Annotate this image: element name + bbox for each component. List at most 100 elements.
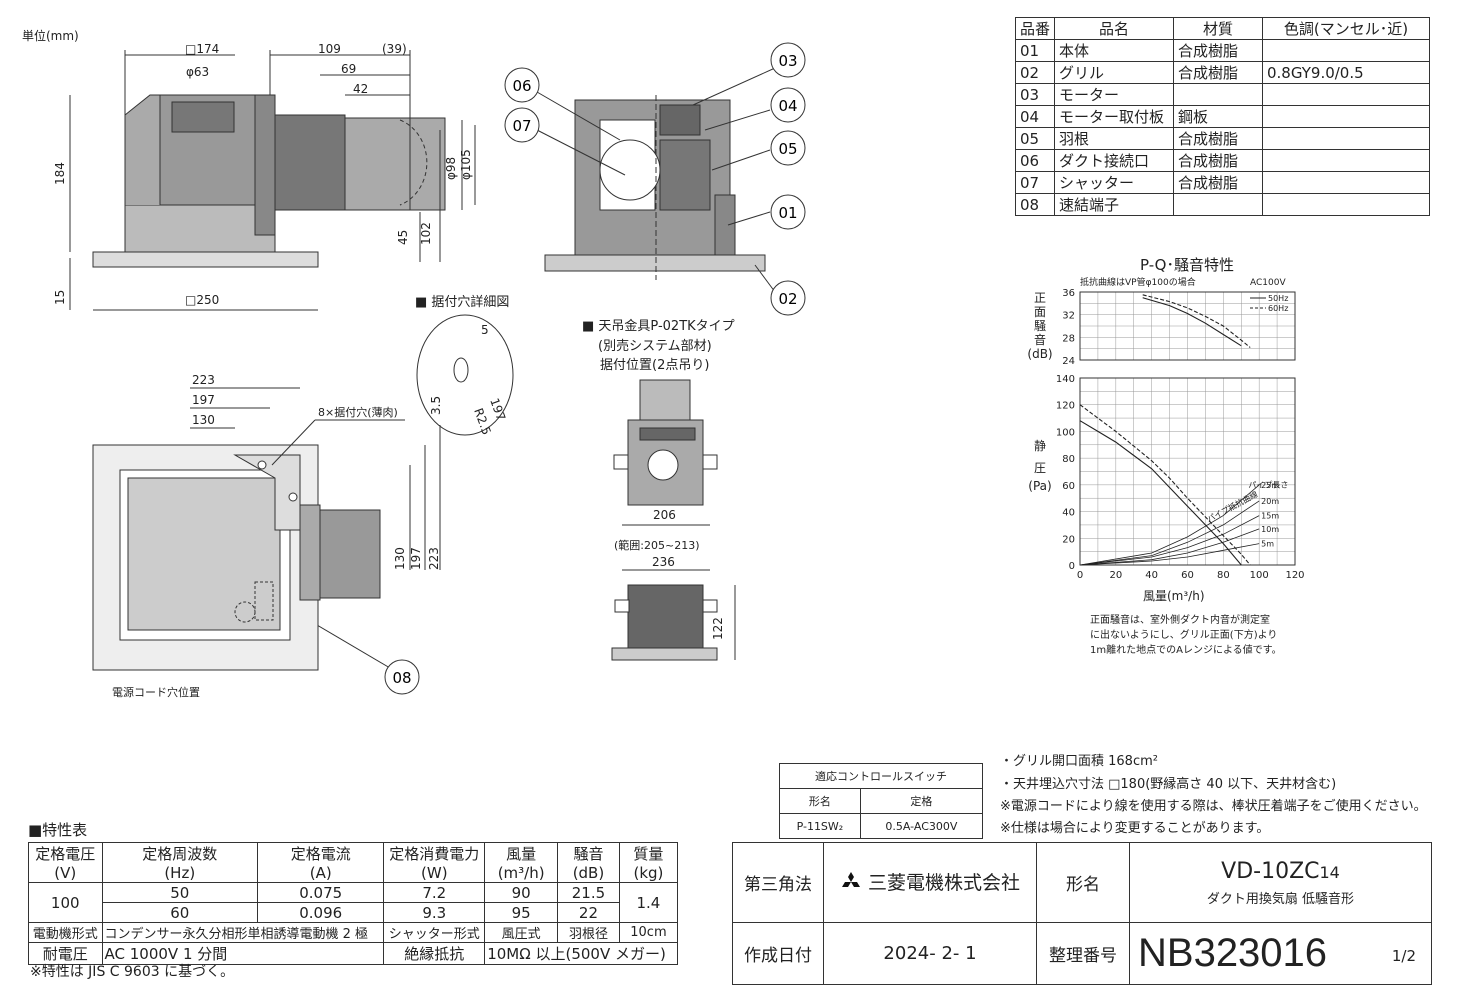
part-material: 合成樹脂	[1173, 127, 1263, 150]
dim-102: 102	[419, 222, 433, 245]
part-name: 速結端子	[1054, 193, 1174, 216]
dim-plan-223: 223	[192, 373, 215, 387]
noise-tick-label: 24	[1062, 356, 1075, 367]
dim-width-top: □174	[185, 42, 219, 56]
part-color: 0.8GY9.0/0.5	[1262, 61, 1430, 84]
part-material: 合成樹脂	[1173, 39, 1263, 62]
projection: 第三角法	[732, 842, 824, 923]
chart-footnote-2: に出ないようにし、グリル正面(下方)より	[1090, 628, 1277, 641]
pq-chart: P-Q･騒音特性 抵抗曲線はVP管φ100の場合 AC100V 風量(m³/h)…	[1027, 256, 1304, 656]
noise-ylabel-char: 騒	[1034, 319, 1046, 333]
noise-tick-label: 32	[1062, 311, 1075, 322]
spec-insulation-row: 耐電圧 AC 1000V 1 分間 絶縁抵抗 10MΩ 以上(500V メガー)	[28, 942, 678, 965]
noise-ylabel-char: 音	[1034, 332, 1046, 347]
parts-header-no: 品番	[1015, 17, 1055, 40]
callout-01: 01	[770, 194, 806, 230]
title-block: 第三角法 三菱電機株式会社 形名 VD-10ZC14 ダクト用換気扇 低騒音形 …	[732, 842, 1432, 985]
parts-header-color: 色調(マンセル･近)	[1262, 17, 1430, 40]
pressure-tick-label: 80	[1062, 454, 1075, 465]
part-name: グリル	[1054, 61, 1174, 84]
hanger-d206: 206	[653, 508, 676, 522]
pipe-length-label: パイプ長さ	[1248, 481, 1288, 490]
spec-title: ■特性表	[28, 821, 88, 839]
dim-plan-197: 197	[192, 393, 215, 407]
page-number: 1/2	[1391, 947, 1416, 965]
svg-text:03: 03	[778, 52, 797, 70]
spec-table: 定格電圧(V) 定格周波数(Hz) 定格電流(A) 定格消費電力(W) 風量(m…	[28, 842, 679, 965]
model-description: ダクト用換気扇 低騒音形	[1206, 891, 1355, 907]
pressure-ylabel-unit: (Pa)	[1028, 479, 1051, 493]
spec-header-noise: 騒音(dB)	[557, 842, 620, 883]
dim-duct-small: φ63	[186, 65, 209, 79]
callout-04: 04	[770, 87, 806, 123]
resistance-curve-20m	[1079, 500, 1260, 566]
pressure-ylabel-char: 静	[1034, 439, 1046, 453]
hole-d5: 5	[481, 323, 489, 337]
part-material: 合成樹脂	[1173, 171, 1263, 194]
svg-text:04: 04	[778, 97, 797, 115]
hanger-range: (範囲:205~213)	[614, 538, 700, 552]
noise-ylabel-unit: (dB)	[1027, 347, 1052, 361]
date-label: 作成日付	[732, 922, 824, 985]
noise-tick-label: 28	[1062, 333, 1075, 344]
legend-label-60Hz: 60Hz	[1268, 304, 1288, 313]
svg-text:06: 06	[512, 77, 531, 95]
x-tick-label: 0	[1077, 570, 1083, 581]
plan-view	[92, 387, 441, 671]
resistance-curve-10m	[1079, 528, 1260, 566]
x-tick-label: 80	[1217, 570, 1230, 581]
dim-plan-v223: 223	[427, 547, 441, 570]
part-color	[1262, 193, 1430, 216]
part-name: ダクト接続口	[1054, 149, 1174, 172]
hanger-d122: 122	[711, 617, 725, 640]
company: 三菱電機株式会社	[823, 842, 1037, 923]
control-switch-model: P-11SW₂	[779, 813, 861, 839]
ref-number: NB323016	[1138, 931, 1328, 975]
callout-05: 05	[770, 130, 806, 166]
pressure-tick-label: 100	[1056, 427, 1075, 438]
callout-06: 06	[504, 67, 540, 103]
model-suffix: 14	[1319, 862, 1340, 882]
svg-text:07: 07	[512, 117, 531, 135]
dim-15: 15	[53, 290, 67, 305]
part-no: 04	[1015, 105, 1055, 128]
spec-footnote: ※特性は JIS C 9603 に基づく。	[30, 964, 235, 980]
part-material: 合成樹脂	[1173, 61, 1263, 84]
model-number: VD-10ZC	[1221, 858, 1320, 884]
chart-footnote-3: 1m離れた地点でのAレンジによる値です。	[1090, 643, 1282, 656]
model-cell: VD-10ZC14 ダクト用換気扇 低騒音形	[1129, 842, 1432, 923]
dim-45: 45	[396, 230, 410, 245]
resistance-label-15m: 15m	[1261, 512, 1279, 521]
pressure-ylabel-char: 圧	[1034, 461, 1046, 475]
part-color	[1262, 171, 1430, 194]
ref-cell: NB323016 1/2	[1129, 922, 1432, 985]
dim-plan-v130: 130	[393, 547, 407, 570]
hanger-line3: 据付位置(2点吊り)	[600, 358, 709, 373]
spec-motor-row: 電動機形式 コンデンサー永久分相形単相誘導電動機 2 極 シャッター形式 風圧式…	[28, 922, 679, 943]
dim-dia105: φ105	[459, 149, 473, 180]
note-spec-change: ※仕様は場合により変更することがあります。	[1000, 821, 1270, 836]
date-value: 2024- 2- 1	[823, 922, 1037, 985]
callout-08: 08	[384, 659, 420, 695]
cord-hole-label: 電源コード穴位置	[112, 685, 200, 699]
pressure-tick-label: 140	[1056, 374, 1075, 385]
pressure-tick-label: 120	[1056, 401, 1075, 412]
legend-label-50Hz: 50Hz	[1268, 294, 1288, 303]
chart-footnote-1: 正面騒音は、室外側ダクト内音が測定室	[1090, 613, 1270, 626]
part-material: 合成樹脂	[1173, 149, 1263, 172]
unit-label: 単位(mm)	[22, 28, 79, 43]
spec-header-freq: 定格周波数(Hz)	[101, 842, 259, 883]
pressure-tick-label: 60	[1062, 481, 1075, 492]
part-no: 05	[1015, 127, 1055, 150]
pressure-panel-frame	[1079, 377, 1296, 566]
chart-note-left: 抵抗曲線はVP管φ100の場合	[1080, 276, 1196, 288]
svg-text:02: 02	[778, 290, 797, 308]
control-switch-rating: 0.5A-AC300V	[859, 813, 984, 839]
part-no: 07	[1015, 171, 1055, 194]
